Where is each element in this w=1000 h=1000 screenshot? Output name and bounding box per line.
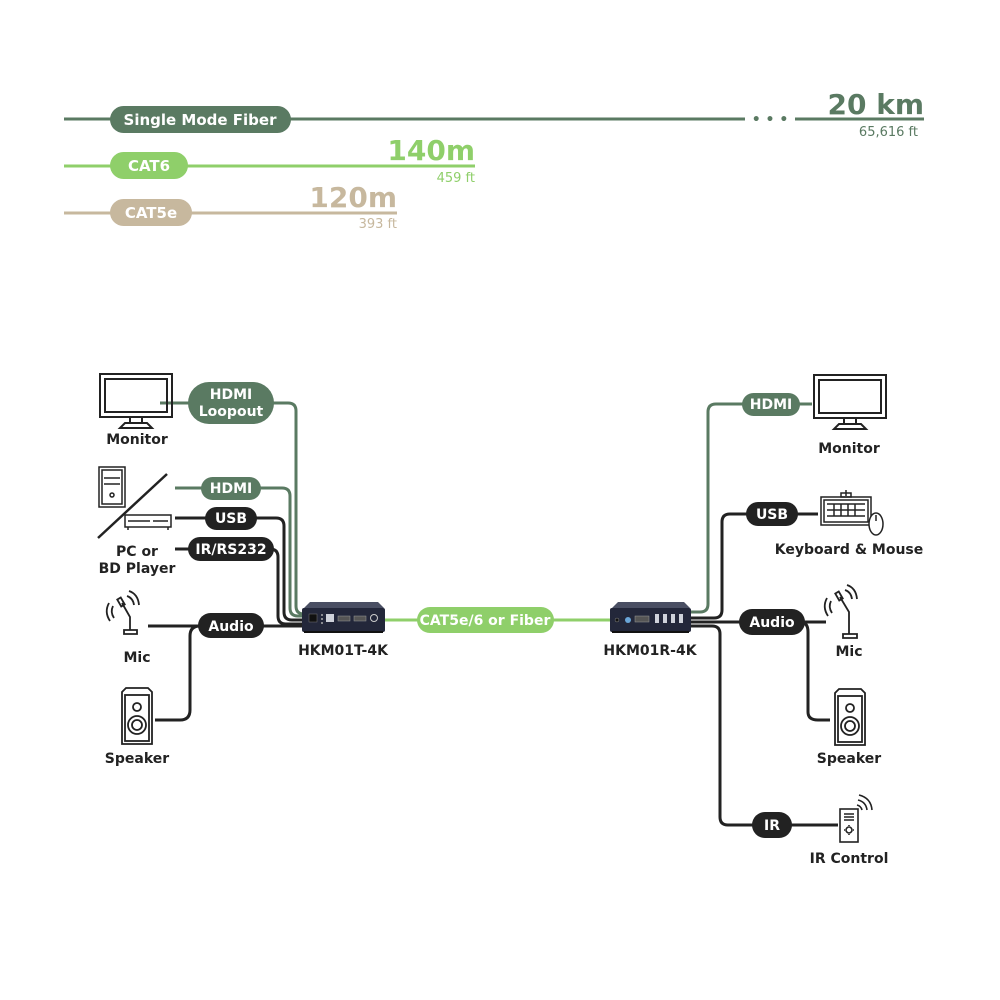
transmitter-model: HKM01T-4K bbox=[298, 643, 389, 659]
tx-hdmi-loopout-cable bbox=[160, 401, 305, 616]
tx-mic-icon bbox=[105, 590, 140, 635]
rx-speaker-icon bbox=[834, 688, 866, 746]
tx-pill-ir-rs232: IR/RS232 bbox=[188, 537, 274, 561]
cat6-distance: 140m bbox=[387, 134, 475, 167]
link-pill: CAT5e/6 or Fiber bbox=[417, 607, 554, 633]
ir-control-label: IR Control bbox=[810, 851, 889, 867]
rx-mic-label: Mic bbox=[835, 644, 862, 660]
tx-hdmi-loopout-label-1: HDMI bbox=[210, 387, 252, 403]
rx-monitor-icon bbox=[813, 374, 887, 430]
cat6-label: CAT6 bbox=[128, 157, 170, 175]
keyboard-mouse-label: Keyboard & Mouse bbox=[775, 542, 924, 558]
rx-audio-label: Audio bbox=[749, 615, 795, 631]
link-label: CAT5e/6 or Fiber bbox=[420, 613, 551, 629]
rx-hdmi-cable bbox=[690, 402, 812, 614]
cat5e-label: CAT5e bbox=[125, 204, 177, 222]
cat5e-distance-ft: 393 ft bbox=[359, 217, 397, 232]
fiber-label: Single Mode Fiber bbox=[124, 111, 278, 129]
fiber-distance-ft: 65,616 ft bbox=[859, 125, 918, 140]
cat6-distance-ft: 459 ft bbox=[437, 171, 475, 186]
rx-usb-cable bbox=[690, 512, 818, 620]
fiber-ellipsis: • • • bbox=[752, 112, 789, 128]
keyboard-mouse-icon bbox=[820, 490, 884, 536]
tx-monitor-icon bbox=[99, 373, 173, 429]
rx-monitor-label: Monitor bbox=[818, 441, 880, 457]
rx-pill-audio: Audio bbox=[739, 609, 805, 635]
tx-mic-label: Mic bbox=[123, 650, 150, 666]
fiber-distance: 20 km bbox=[827, 88, 924, 121]
rx-mic-icon bbox=[823, 584, 858, 639]
tx-pill-audio: Audio bbox=[198, 613, 264, 638]
tx-pill-usb: USB bbox=[205, 507, 257, 530]
source-label-1: PC or bbox=[116, 544, 158, 560]
distance-cat6: CAT6 140m 459 ft bbox=[64, 134, 475, 186]
rx-usb-label: USB bbox=[756, 507, 788, 523]
tx-speaker-cable bbox=[155, 624, 201, 722]
tx-monitor-label: Monitor bbox=[106, 432, 168, 448]
rx-speaker-cable bbox=[799, 620, 830, 722]
source-label-2: BD Player bbox=[99, 561, 176, 577]
distance-cat5e: CAT5e 120m 393 ft bbox=[64, 181, 397, 232]
tx-ir-rs232-label: IR/RS232 bbox=[195, 542, 266, 558]
rx-pill-hdmi: HDMI bbox=[742, 393, 800, 416]
cat5e-distance: 120m bbox=[309, 181, 397, 214]
receiver-model: HKM01R-4K bbox=[603, 643, 697, 659]
tx-speaker-icon bbox=[121, 687, 153, 745]
tx-pill-hdmi-loopout: HDMI Loopout bbox=[188, 382, 274, 424]
pc-tower-icon bbox=[98, 466, 126, 508]
receiver-device bbox=[610, 602, 691, 633]
tx-hdmi-label: HDMI bbox=[210, 481, 252, 497]
rx-hdmi-label: HDMI bbox=[750, 397, 792, 413]
rx-speaker-label: Speaker bbox=[817, 751, 881, 767]
rx-pill-usb: USB bbox=[746, 502, 798, 526]
transmitter-device bbox=[302, 602, 385, 633]
or-divider bbox=[97, 473, 168, 539]
tx-hdmi-cable bbox=[175, 486, 304, 618]
tx-pill-hdmi: HDMI bbox=[201, 477, 261, 500]
tx-usb-cable bbox=[175, 516, 304, 622]
fiber-pill bbox=[110, 106, 291, 133]
rx-pill-ir: IR bbox=[752, 812, 792, 838]
bd-player-icon bbox=[124, 514, 172, 530]
ir-remote-icon bbox=[839, 794, 873, 843]
tx-hdmi-loopout-label-2: Loopout bbox=[199, 404, 264, 420]
tx-usb-label: USB bbox=[215, 511, 247, 527]
rx-ir-cable bbox=[690, 624, 838, 827]
cat5e-pill bbox=[110, 199, 192, 226]
distance-fiber: • • • Single Mode Fiber 20 km 65,616 ft bbox=[64, 88, 924, 140]
tx-speaker-label: Speaker bbox=[105, 751, 169, 767]
cat6-pill bbox=[110, 152, 188, 179]
rx-ir-label: IR bbox=[764, 818, 780, 834]
tx-audio-label: Audio bbox=[208, 619, 254, 635]
